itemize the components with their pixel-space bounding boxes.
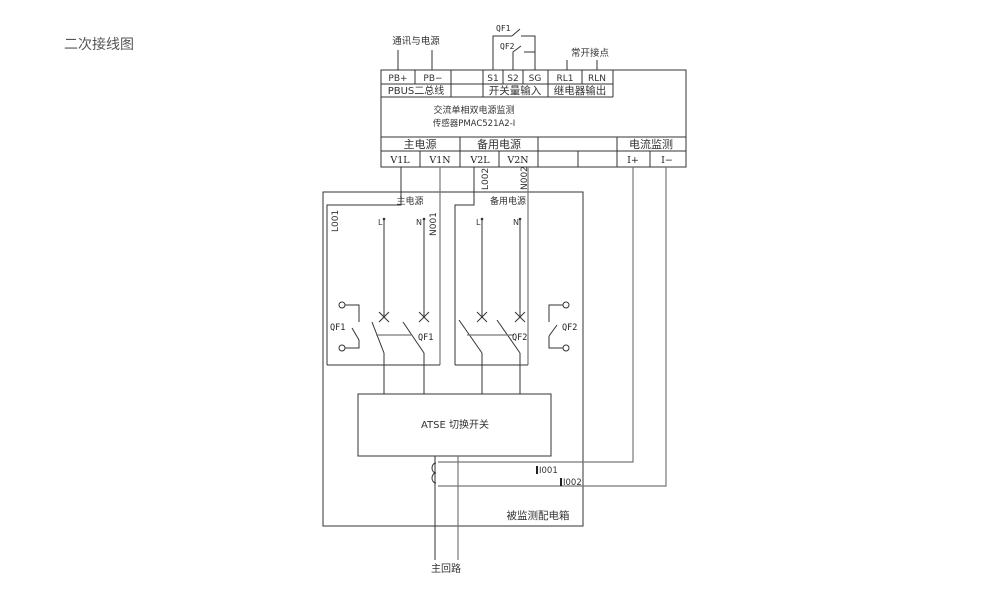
- wire-label-n002: N002: [520, 166, 530, 190]
- backup-breaker-label: QF2: [512, 333, 527, 343]
- wire-label-i002: I002: [563, 478, 582, 488]
- qf1-wire-right: [521, 35, 536, 70]
- comm-power-label: 通讯与电源: [392, 35, 440, 47]
- terminal-sg: SG: [529, 74, 542, 84]
- terminal-rl1: RL1: [557, 74, 574, 84]
- module-title-line2: 传感器PMAC521A2-I: [433, 118, 516, 129]
- main-aux-contact-icon: [338, 301, 360, 352]
- group-relay-output: 继电器输出: [554, 84, 607, 97]
- terminal-pb-minus: PB−: [423, 74, 442, 84]
- group-pbus: PBUS二总线: [388, 84, 445, 97]
- terminal-s1: S1: [487, 74, 498, 84]
- page-title: 二次接线图: [64, 37, 134, 53]
- terminal-v1n: V1N: [428, 155, 450, 166]
- terminal-v2l: V2L: [469, 155, 490, 166]
- module-title-line1: 交流单相双电源监测: [433, 104, 514, 116]
- main-breaker-label: QF1: [418, 333, 433, 343]
- cabinet-box: [322, 191, 584, 527]
- atse-box: [357, 393, 552, 457]
- group-switch-input: 开关量输入: [489, 84, 542, 97]
- i001-marker-icon: [536, 466, 538, 474]
- terminal-pb-plus: PB+: [388, 74, 407, 84]
- backup-aux-contact-icon: [548, 301, 570, 352]
- main-circuit-label: 主回路: [431, 562, 461, 575]
- wire-label-l002: L002: [481, 168, 491, 190]
- wire-i001: [438, 167, 634, 463]
- main-n-label: N: [416, 218, 422, 227]
- qf1-wire-left: [492, 35, 512, 70]
- backup-breaker-qf2-icon: [458, 219, 526, 394]
- terminal-i-plus: I+: [627, 155, 639, 166]
- main-l-label: L: [378, 218, 383, 227]
- terminal-s2: S2: [507, 74, 518, 84]
- group-current-monitor: 电流监测: [629, 137, 673, 151]
- backup-n-label: N: [513, 218, 519, 227]
- wire-label-i001: I001: [539, 466, 558, 476]
- wire-label-l001: L001: [331, 210, 341, 232]
- sensor-module-box: [380, 69, 687, 168]
- qf1-top-label: QF1: [496, 24, 511, 33]
- qf2-top-label: QF2: [500, 42, 515, 51]
- wire-label-n001: N001: [429, 212, 439, 236]
- current-transformer-icon: [431, 462, 437, 484]
- top-terminal-row: [381, 70, 614, 98]
- i002-marker-icon: [560, 478, 562, 486]
- main-aux-contact-label: QF1: [330, 323, 345, 333]
- atse-label: ATSE 切换开关: [421, 418, 489, 431]
- main-source-label: 主电源: [396, 195, 423, 207]
- terminal-i-minus: I−: [661, 155, 673, 166]
- wire-l002: [454, 167, 475, 365]
- group-backup-power: 备用电源: [477, 137, 521, 151]
- group-main-power: 主电源: [404, 137, 437, 151]
- backup-aux-contact-label: QF2: [562, 323, 577, 333]
- wire-i002: [438, 167, 667, 487]
- terminal-v1l: V1L: [389, 155, 410, 166]
- no-contact-label: 常开接点: [571, 47, 610, 59]
- cabinet-label: 被监测配电箱: [507, 509, 570, 522]
- wire-l001: [326, 167, 402, 365]
- terminal-v2n: V2N: [506, 155, 528, 166]
- terminal-rln: RLN: [588, 74, 606, 84]
- bottom-terminal-row: [381, 136, 686, 167]
- backup-l-label: L: [476, 218, 481, 227]
- backup-source-label: 备用电源: [490, 195, 526, 207]
- qf1-contact-icon: [511, 28, 521, 37]
- qf2-contact-icon: [512, 45, 522, 70]
- main-breaker-qf1-icon: [371, 219, 430, 394]
